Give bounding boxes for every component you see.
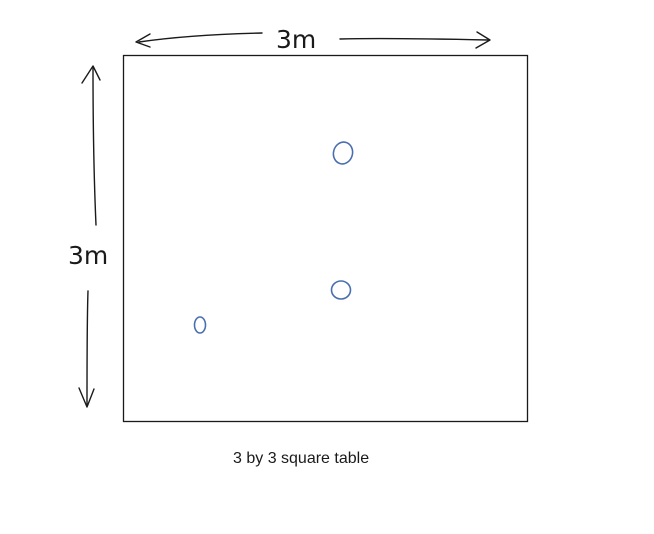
square-table	[122, 54, 529, 423]
height-arrow-top	[92, 67, 97, 226]
width-arrowhead-left	[135, 33, 151, 48]
height-arrowhead-top	[81, 65, 101, 84]
marker-circle-top	[332, 141, 354, 165]
width-arrow-right	[339, 37, 489, 41]
width-arrowhead-right	[475, 31, 491, 49]
height-arrowhead-bottom	[78, 387, 95, 408]
marker-circle-middle	[330, 280, 352, 300]
height-arrow-bottom	[86, 290, 89, 406]
width-label: 3m	[276, 25, 316, 54]
height-label: 3m	[68, 241, 108, 270]
marker-circle-left	[193, 316, 207, 334]
width-arrow-left	[138, 32, 263, 43]
diagram-caption: 3 by 3 square table	[233, 450, 369, 467]
